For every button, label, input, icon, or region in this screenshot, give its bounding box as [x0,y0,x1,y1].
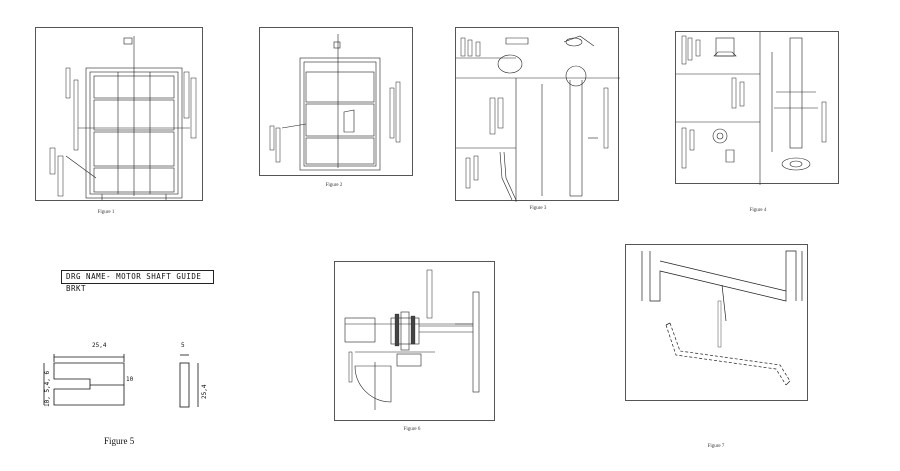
figure-7-caption: Figure 7 [707,444,725,449]
figure-4-panel [675,31,839,185]
figure-4-drawing [676,32,827,185]
figure-6-caption: Figure 6 [403,427,421,432]
figure-6-panel [334,261,495,421]
figure-4-caption: Figure 4 [749,208,767,213]
figure-5-caption: Figure 5 [104,436,135,446]
figure-3-panel [455,27,620,202]
figure-6-drawing [344,269,480,410]
figure-7-panel [625,244,808,401]
figure-5-dim-slot: 10 [126,376,134,383]
figure-5-dim-thickness: 5 [181,342,185,349]
figure-5-drawing: 25,4 10 10, 5,4, 6 5 25,4 [43,342,208,408]
figure-5-drawing-name: DRG NAME- MOTOR SHAFT GUIDE BRKT [61,270,214,293]
figure-2-drawing [269,34,401,171]
figure-5-dim-width: 25,4 [92,342,107,349]
figure-2-caption: Figure 2 [325,183,343,188]
figure-7-drawing [641,250,803,386]
figure-1-panel [35,27,203,201]
figure-1-caption: Figure 1 [97,210,115,215]
figure-1-drawing [49,36,197,200]
figure-5-dim-left: 10, 5,4, 6 [44,370,51,407]
figure-3-drawing [456,35,620,202]
figure-3-caption: Figure 3 [529,206,547,211]
figure-5-dim-height: 25,4 [201,384,208,399]
figure-2-panel [259,27,413,176]
